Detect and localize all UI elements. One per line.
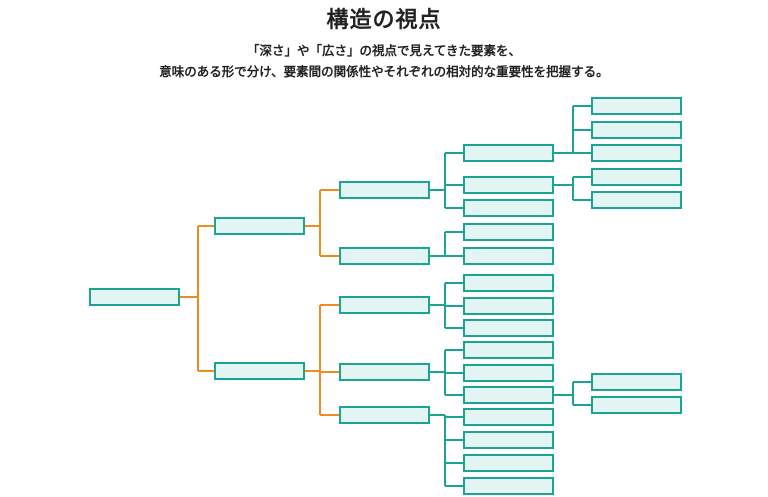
level-4-node [591,144,682,162]
level-2-node [339,181,430,199]
level-3-node [463,274,554,292]
level-3-node [463,454,554,472]
root-node [89,288,180,306]
level-3-node [463,144,554,162]
page-title: 構造の視点 [326,8,442,33]
level-4-node [591,373,682,391]
level-4-node [591,168,682,186]
level-3-node [463,176,554,194]
level-3-node [463,364,554,382]
level-3-node [463,431,554,449]
level-3-node [463,477,554,495]
level-3-node [463,223,554,241]
level-3-node [463,319,554,337]
level-3-node [463,199,554,217]
level-4-node [591,121,682,139]
level-2-node [339,363,430,381]
level-3-node [463,408,554,426]
level-3-node [463,297,554,315]
level-1-node [214,217,305,235]
level-3-node [463,247,554,265]
description-line-2: 意味のある形で分け、要素間の関係性やそれぞれの相対的な重要性を把握する。 [159,64,609,79]
level-2-node [339,247,430,265]
level-4-node [591,97,682,115]
level-3-node [463,386,554,404]
description-line-1: 「深さ」や「広さ」の視点で見えてきた要素を、 [246,43,521,58]
level-4-node [591,396,682,414]
level-1-node [214,362,305,380]
level-3-node [463,341,554,359]
level-4-node [591,191,682,209]
level-2-node [339,296,430,314]
level-2-node [339,406,430,424]
